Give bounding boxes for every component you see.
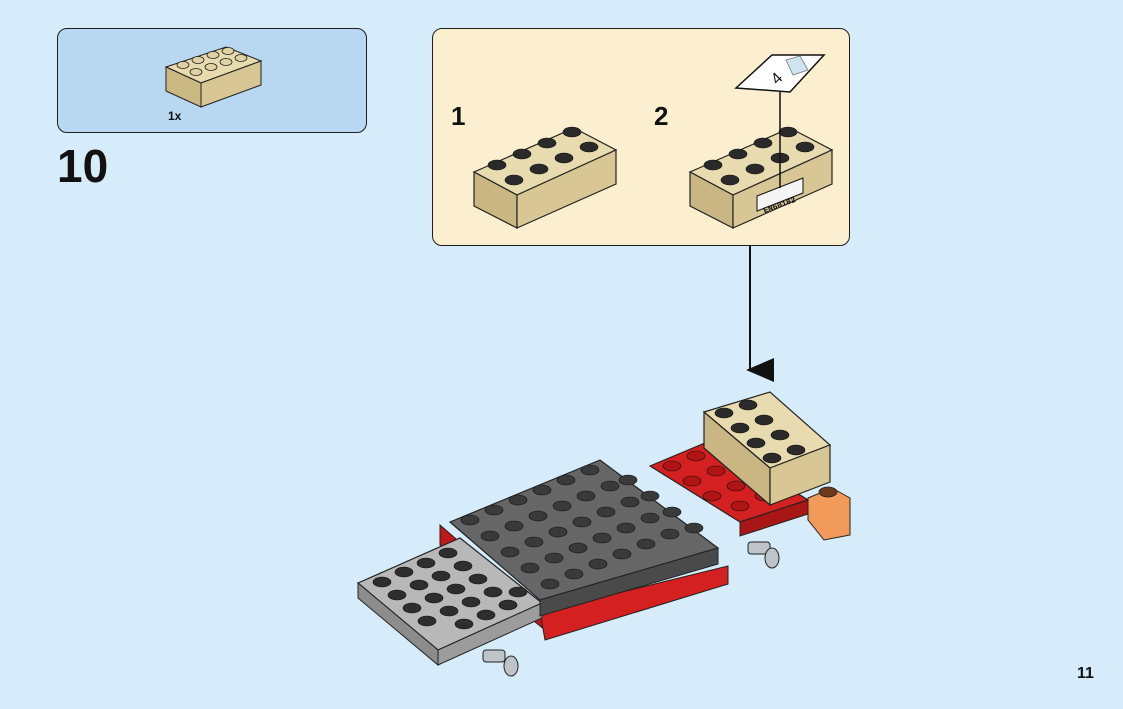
sub-step-2-number: 2 (654, 101, 669, 131)
page-number: 11 (1077, 665, 1094, 682)
sub-step-1-tan-brick (472, 126, 618, 229)
step-number: 10 (57, 140, 109, 192)
wheel-axle-front (482, 649, 519, 677)
tan-2x4-brick-icon (164, 46, 263, 108)
main-model (356, 391, 851, 677)
parts-list-box: 1x (57, 28, 367, 133)
sub-step-1-number: 1 (451, 101, 466, 131)
sub-step-2-tan-brick (688, 126, 834, 229)
sticker-sheet-icon (734, 54, 826, 93)
part-quantity: 1x (168, 109, 182, 123)
wheel-axle-rear (747, 541, 780, 569)
